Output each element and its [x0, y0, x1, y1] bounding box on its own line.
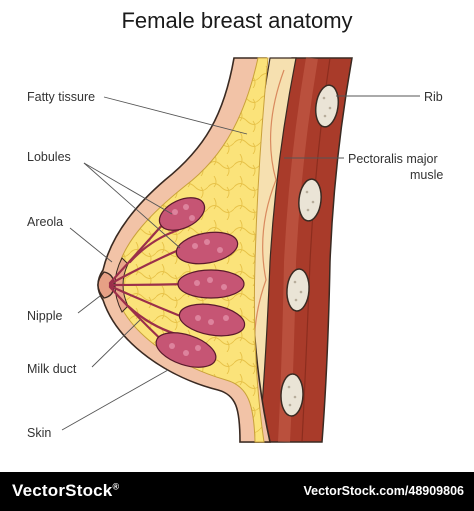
brand-registered-mark: ®	[112, 481, 120, 492]
ribs	[280, 84, 340, 417]
label-pectoralis-line1: Pectoralis major	[348, 152, 438, 166]
label-lobules: Lobules	[27, 150, 71, 164]
brand-name: VectorStock	[12, 481, 113, 500]
label-nipple: Nipple	[27, 309, 62, 323]
label-rib: Rib	[424, 90, 443, 104]
footer-credit: VectorStock.com/48909806	[303, 484, 464, 498]
label-fatty-tissue: Fatty tissure	[27, 90, 95, 104]
label-milk-duct: Milk duct	[27, 362, 77, 376]
label-pectoralis-line2: musle	[410, 168, 443, 182]
breast-anatomy-diagram: Fatty tissure Lobules Areola Nipple Milk…	[27, 57, 443, 443]
footer-bar: VectorStock® VectorStock.com/48909806	[0, 472, 474, 511]
label-areola: Areola	[27, 215, 63, 229]
nipple-shape	[97, 271, 115, 299]
footer-brand: VectorStock®	[12, 481, 119, 501]
leader-lines	[61, 95, 420, 431]
diagram-title: Female breast anatomy	[121, 8, 353, 33]
label-skin: Skin	[27, 426, 51, 440]
